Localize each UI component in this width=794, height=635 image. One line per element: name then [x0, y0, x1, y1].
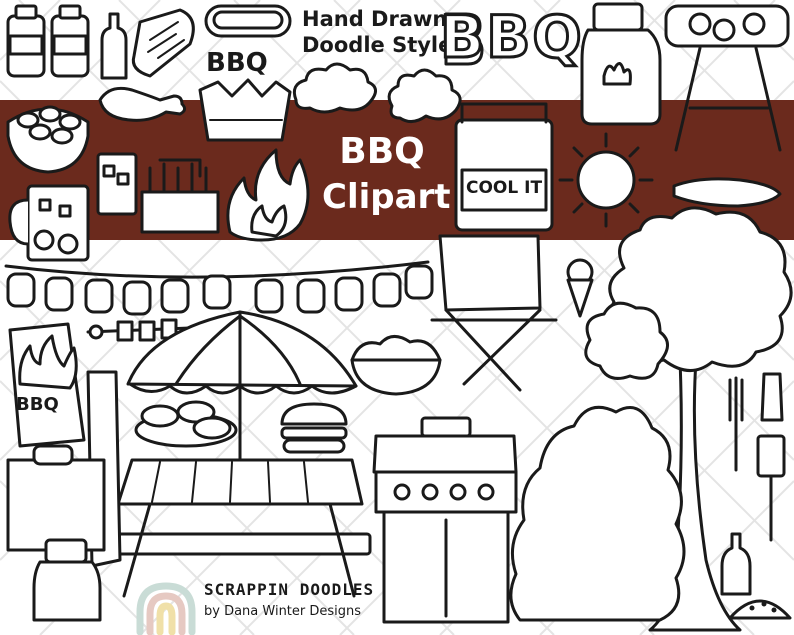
steak-icon: [131, 8, 195, 78]
flame-icon: [226, 148, 310, 242]
pitcher-icon: [8, 184, 90, 262]
crown-icon: [198, 78, 292, 142]
watermelon-icon: [728, 599, 792, 620]
salad-bowl-icon: [350, 335, 442, 396]
big-title: BBQ: [439, 2, 584, 73]
banner-subtitle: Clipart: [322, 177, 451, 217]
tagline-line-1: Hand Drawn: [302, 7, 448, 31]
tree-icon: [584, 206, 793, 632]
snack-bowl-icon: [6, 105, 90, 174]
rainbow-logo-icon: [136, 582, 196, 635]
buns-plate-icon: [134, 400, 238, 448]
sun-icon: [558, 132, 654, 228]
gas-grill-icon: [372, 416, 518, 624]
brand-byline: by Dana Winter Designs: [204, 604, 362, 619]
brand-name: SCRAPPIN DOODLES: [204, 580, 375, 599]
charcoal-bag-icon: [8, 322, 86, 448]
crown-label: BBQ: [206, 48, 268, 78]
drink-glass-icon: [96, 152, 138, 216]
cooler-label: COOL IT: [466, 178, 543, 198]
drumstick-icon: [98, 86, 187, 122]
bbq-letters-icon: [444, 12, 484, 66]
six-pack-icon: [140, 158, 220, 234]
bush-icon: [509, 405, 686, 622]
bottle-icons: [6, 4, 128, 80]
charcoal-bag-label: BBQ: [16, 394, 59, 415]
cloud-icons: [292, 62, 462, 123]
burger-icon: [280, 402, 348, 454]
tagline-line-2: Doodle Style: [302, 33, 453, 57]
umbrella-icon: [126, 310, 358, 488]
banner-title: BBQ: [339, 131, 425, 172]
propane-tank-icon: [580, 2, 662, 126]
propane-tank-small-icon: [32, 538, 102, 622]
grill-tools-icon: [720, 372, 786, 596]
lantern-string-icon: [4, 260, 434, 316]
grill-cart-icon: [664, 4, 790, 208]
hot-dog-icon: [204, 4, 292, 38]
header-tagline: Hand Drawn Doodle Style: [302, 6, 452, 58]
folding-chair-icon: [430, 234, 558, 392]
ice-cream-icon: [566, 258, 594, 318]
cooler-icon: [454, 102, 554, 232]
gas-grill-left-icon: [6, 370, 122, 568]
